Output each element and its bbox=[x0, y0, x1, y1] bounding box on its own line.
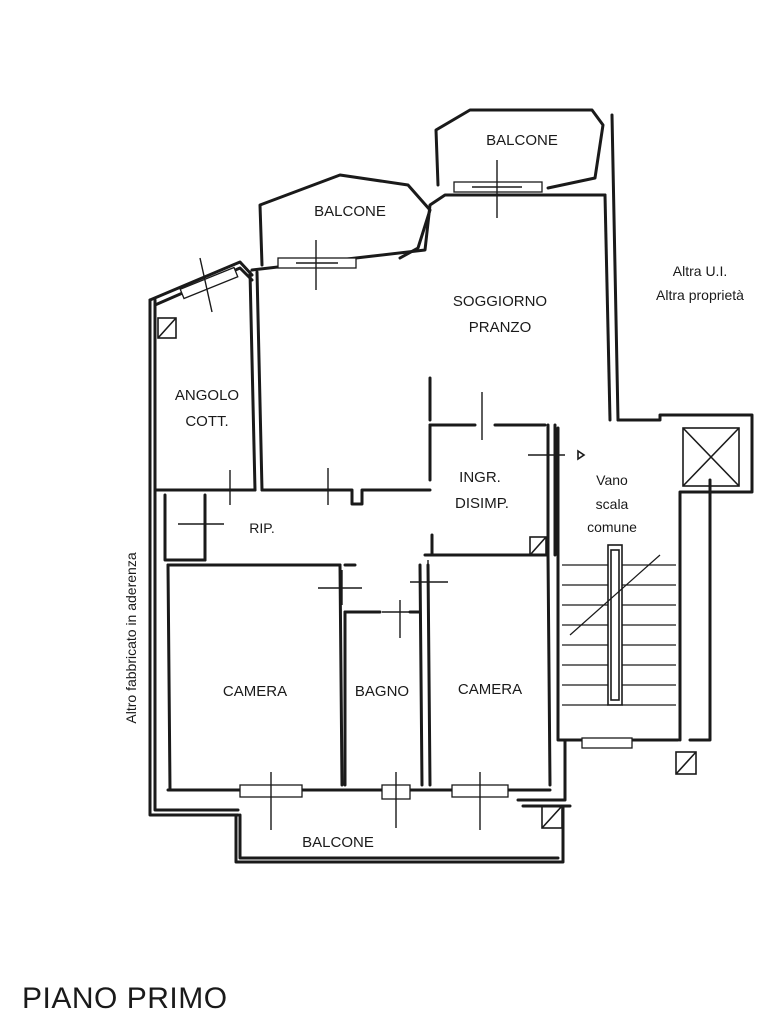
vano-label-1: Vano bbox=[596, 472, 628, 488]
door-marks bbox=[178, 392, 565, 638]
balcone-bottom bbox=[234, 804, 565, 864]
interior-walls bbox=[153, 270, 557, 792]
balcone-left-label: BALCONE bbox=[314, 203, 386, 220]
plan-title: PIANO PRIMO bbox=[22, 982, 228, 1015]
vano-label-2: scala bbox=[596, 496, 629, 512]
soggiorno-label-1: SOGGIORNO bbox=[453, 293, 547, 310]
vano-label-3: comune bbox=[587, 519, 637, 535]
outer-walls bbox=[148, 113, 620, 817]
camera-right-label: CAMERA bbox=[458, 681, 522, 698]
soggiorno-label-2: PRANZO bbox=[469, 319, 532, 336]
altra-ui-label: Altra U.I. bbox=[673, 263, 727, 279]
stair-hall bbox=[556, 413, 754, 749]
ingr-label-1: INGR. bbox=[459, 469, 501, 486]
balcone-bottom-label: BALCONE bbox=[302, 834, 374, 851]
angolo-label-1: ANGOLO bbox=[175, 387, 239, 404]
rip-label: RIP. bbox=[249, 520, 274, 536]
balcone-left bbox=[258, 173, 432, 290]
bottom-windows bbox=[239, 772, 509, 830]
balcone-right bbox=[434, 108, 605, 218]
camera-left-label: CAMERA bbox=[223, 683, 287, 700]
altra-proprieta-label: Altra proprietà bbox=[656, 287, 744, 303]
angolo-label-2: COTT. bbox=[185, 413, 228, 430]
balcone-right-label: BALCONE bbox=[486, 132, 558, 149]
kitchen-window bbox=[179, 257, 239, 313]
ingr-label-2: DISIMP. bbox=[455, 495, 509, 512]
side-note-label: Altro fabbricato in aderenza bbox=[123, 552, 139, 723]
bagno-label: BAGNO bbox=[355, 683, 409, 700]
